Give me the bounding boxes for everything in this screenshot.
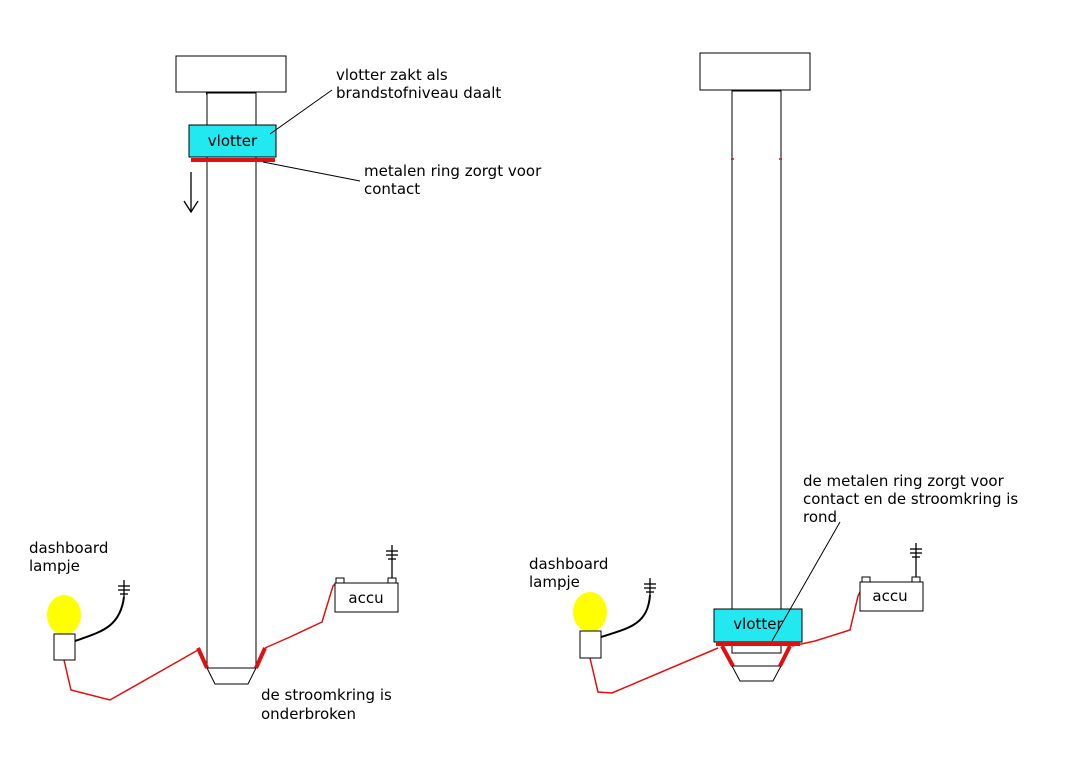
left-leader-ring bbox=[262, 161, 361, 182]
left-lamp-ground-wire bbox=[74, 596, 125, 642]
right-tank-cap bbox=[699, 52, 811, 91]
right-float-label: vlotter bbox=[733, 615, 783, 633]
left-contact-left bbox=[196, 647, 209, 669]
left-note-ring: metalen ring zorgt voor contact bbox=[364, 162, 546, 198]
left-wire-lamp bbox=[63, 649, 199, 701]
left-lamp-ground-icon bbox=[118, 580, 130, 597]
left-lamp-socket bbox=[53, 633, 76, 661]
right-lamp-ground-icon bbox=[644, 578, 656, 595]
left-lamp-bulb-icon bbox=[47, 595, 81, 635]
right-battery bbox=[859, 576, 924, 612]
right-contact-right bbox=[778, 645, 792, 667]
right-battery-label: accu bbox=[872, 587, 907, 605]
left-battery-ground-icon bbox=[386, 545, 398, 578]
right-lamp-label: dashboard lampje bbox=[529, 555, 613, 591]
right-lamp-bulb-icon bbox=[573, 592, 607, 632]
left-note-float: vlotter zakt als brandstofniveau daalt bbox=[336, 66, 501, 102]
right-tube bbox=[731, 90, 782, 654]
right-contact-left bbox=[720, 645, 735, 667]
left-tank-cap bbox=[175, 55, 287, 93]
left-contact-right bbox=[254, 647, 267, 669]
left-tube bbox=[206, 92, 257, 669]
right-leader-ring bbox=[771, 521, 841, 642]
right-wire-battery bbox=[791, 579, 867, 647]
right-lamp-socket bbox=[579, 630, 602, 659]
left-note-circuit: de stroomkring is onderbroken bbox=[261, 686, 397, 723]
right-note-ring: de metalen ring zorgt voor contact en de… bbox=[803, 472, 1023, 526]
right-wire-lamp bbox=[589, 647, 719, 694]
left-battery bbox=[334, 577, 399, 613]
left-float bbox=[188, 124, 277, 158]
left-diagram: vlotter vlotter zakt als brandstofniveau… bbox=[29, 55, 546, 723]
down-arrow-icon bbox=[183, 172, 199, 214]
left-battery-label: accu bbox=[348, 589, 383, 607]
left-wire-battery bbox=[264, 578, 341, 649]
right-tube-bottom bbox=[731, 665, 782, 682]
right-battery-ground-icon bbox=[910, 543, 922, 577]
left-leader-float bbox=[269, 89, 333, 135]
left-float-label: vlotter bbox=[208, 132, 258, 150]
right-diagram: vlotter de metalen ring zorgt voor conta… bbox=[529, 52, 1023, 694]
right-lamp-ground-wire bbox=[600, 594, 651, 638]
left-lamp-label: dashboard lampje bbox=[29, 539, 113, 575]
left-tube-bottom bbox=[206, 667, 257, 685]
